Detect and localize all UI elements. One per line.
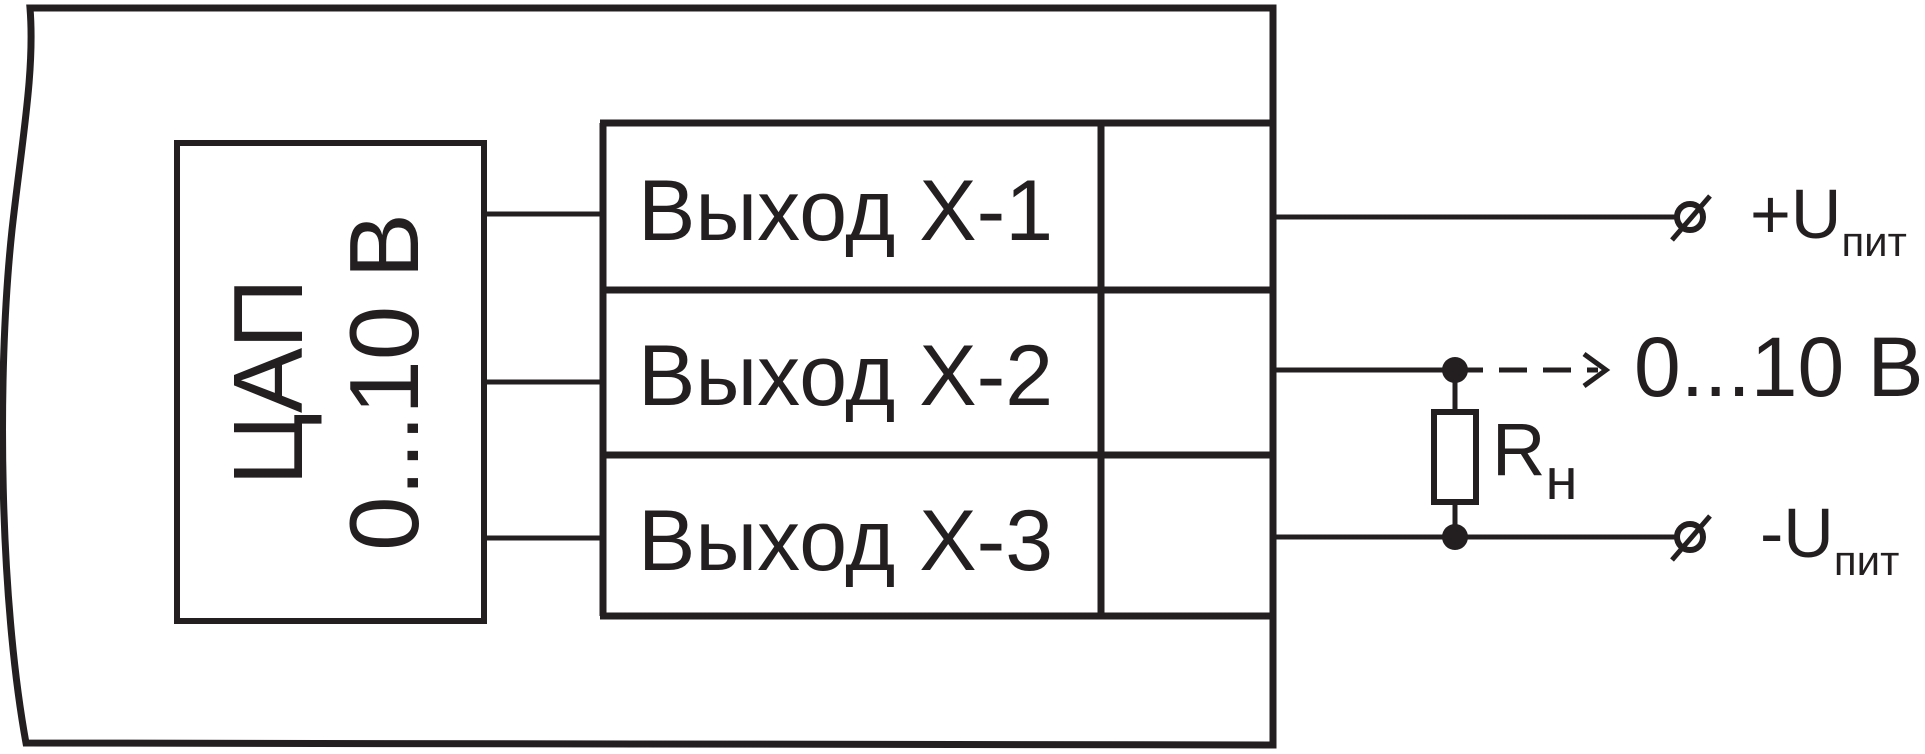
signal-output-label: 0...10 В [1634,320,1924,414]
minus-supply-main: -U [1760,494,1834,572]
minus-supply-sub: пит [1834,537,1899,584]
device-housing [0,4,1277,749]
terminal-minus [1670,514,1712,562]
output-table [599,119,1273,620]
dac-label: ЦАП 0...10 В [213,213,439,551]
dac-title: ЦАП [213,278,323,485]
resistor-label-main: R [1492,408,1545,491]
output-label-3: Выход Х-3 [638,493,1053,589]
plus-supply-label: +Uпит [1750,175,1907,265]
plus-supply-main: +U [1750,175,1841,253]
resistor-label: Rн [1492,408,1577,512]
output-label-1: Выход Х-1 [638,163,1053,259]
load-resistor [1431,409,1479,505]
output-label-2: Выход Х-2 [638,328,1053,424]
dac-range: 0...10 В [329,213,439,551]
signal-arrow-head [1582,351,1611,389]
plus-supply-sub: пит [1841,218,1906,265]
terminal-plus [1670,194,1712,242]
resistor-label-sub: н [1545,447,1577,512]
minus-supply-label: -Uпит [1760,494,1899,584]
